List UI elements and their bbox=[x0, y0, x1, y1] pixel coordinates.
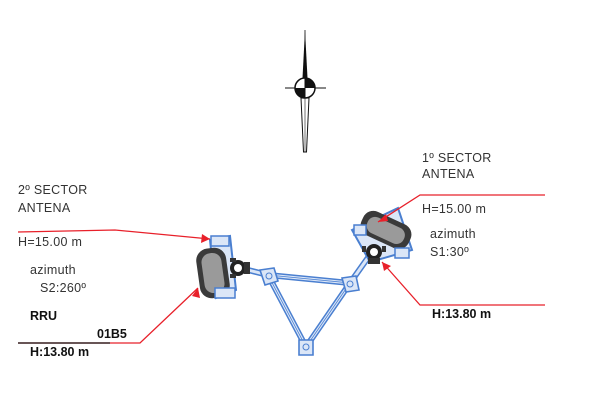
sector2-rru-height: H:13.80 m bbox=[30, 345, 90, 359]
sector2-azimuth-value: S2:260º bbox=[40, 281, 87, 295]
leader-sector2-antenna bbox=[17, 229, 211, 240]
sector1-height: H=15.00 m bbox=[422, 202, 487, 216]
sector2-mount-bracket bbox=[230, 258, 250, 278]
sector2-title-line2: ANTENA bbox=[18, 201, 71, 215]
sector2-rru-code: 01B5 bbox=[97, 327, 127, 341]
sector2-azimuth-label: azimuth bbox=[30, 263, 76, 277]
sector1-rru-height: H:13.80 m bbox=[432, 307, 492, 321]
sector2-title-line1: 2º SECTOR bbox=[18, 183, 88, 197]
sector2-height: H=15.00 m bbox=[18, 235, 83, 249]
triangular-support-frame bbox=[237, 249, 375, 356]
sector1-title-line2: ANTENA bbox=[422, 167, 475, 181]
sector1-mount-bracket bbox=[362, 244, 386, 264]
sector2-antenna bbox=[196, 234, 250, 300]
sector1-azimuth-value: S1:30º bbox=[430, 245, 470, 259]
north-arrow-icon bbox=[285, 30, 326, 153]
sector1-title-line1: 1º SECTOR bbox=[422, 151, 492, 165]
sector1-antenna bbox=[350, 206, 414, 264]
sector1-azimuth-label: azimuth bbox=[430, 227, 476, 241]
leader-sector1-antenna bbox=[377, 194, 545, 223]
leader-sector1-rru bbox=[381, 261, 545, 306]
sector2-rru-label: RRU bbox=[30, 309, 58, 323]
leader-arrowheads bbox=[192, 214, 391, 298]
